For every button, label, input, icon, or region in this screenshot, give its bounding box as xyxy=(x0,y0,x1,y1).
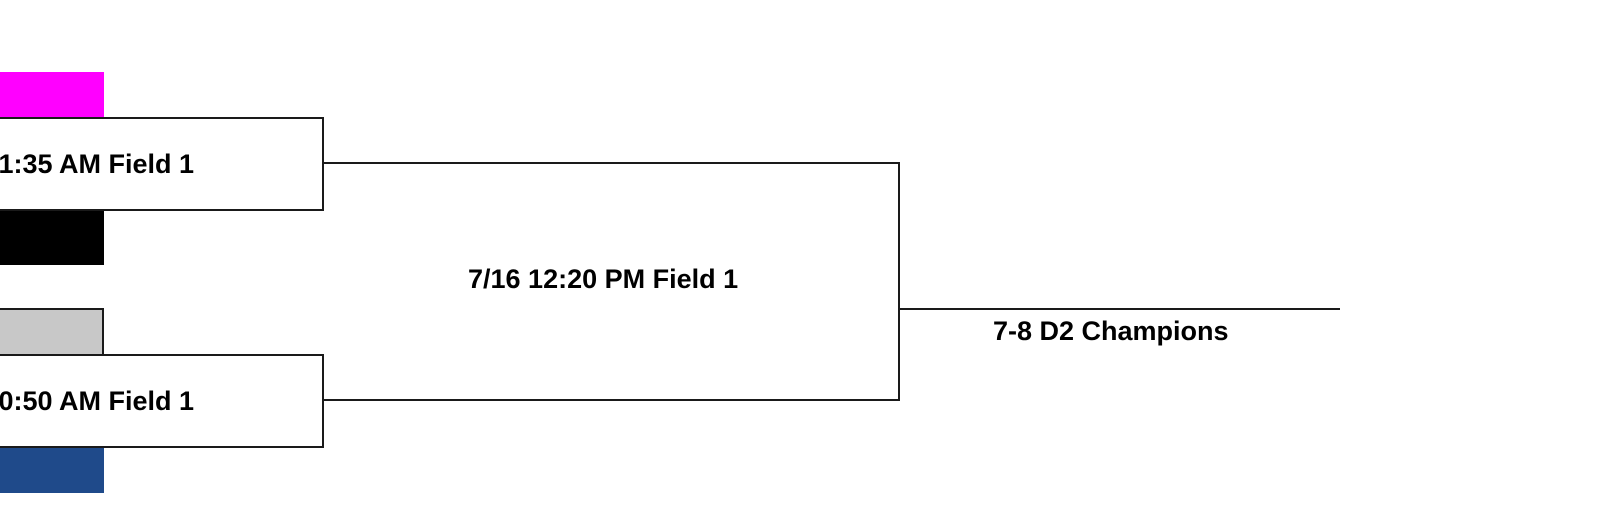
semifinal-bottom-time-label: 0:50 AM Field 1 xyxy=(0,386,194,416)
final-time-label: 7/16 12:20 PM Field 1 xyxy=(468,264,739,294)
bracket-connector-vertical xyxy=(898,162,900,401)
bracket-connector-top xyxy=(324,162,900,164)
champion-line xyxy=(898,308,1340,310)
team-color-swatch-blue xyxy=(0,445,104,493)
bracket-connector-bottom xyxy=(324,399,900,401)
semifinal-bottom-game-box[interactable]: 0:50 AM Field 1 xyxy=(0,354,324,448)
champion-label: 7-8 D2 Champions xyxy=(993,316,1229,346)
semifinal-top-time-label: 1:35 AM Field 1 xyxy=(0,149,194,179)
team-color-swatch-gray xyxy=(0,308,104,356)
team-color-swatch-magenta xyxy=(0,72,104,118)
semifinal-top-game-box[interactable]: 1:35 AM Field 1 xyxy=(0,117,324,211)
team-color-swatch-black xyxy=(0,209,104,265)
